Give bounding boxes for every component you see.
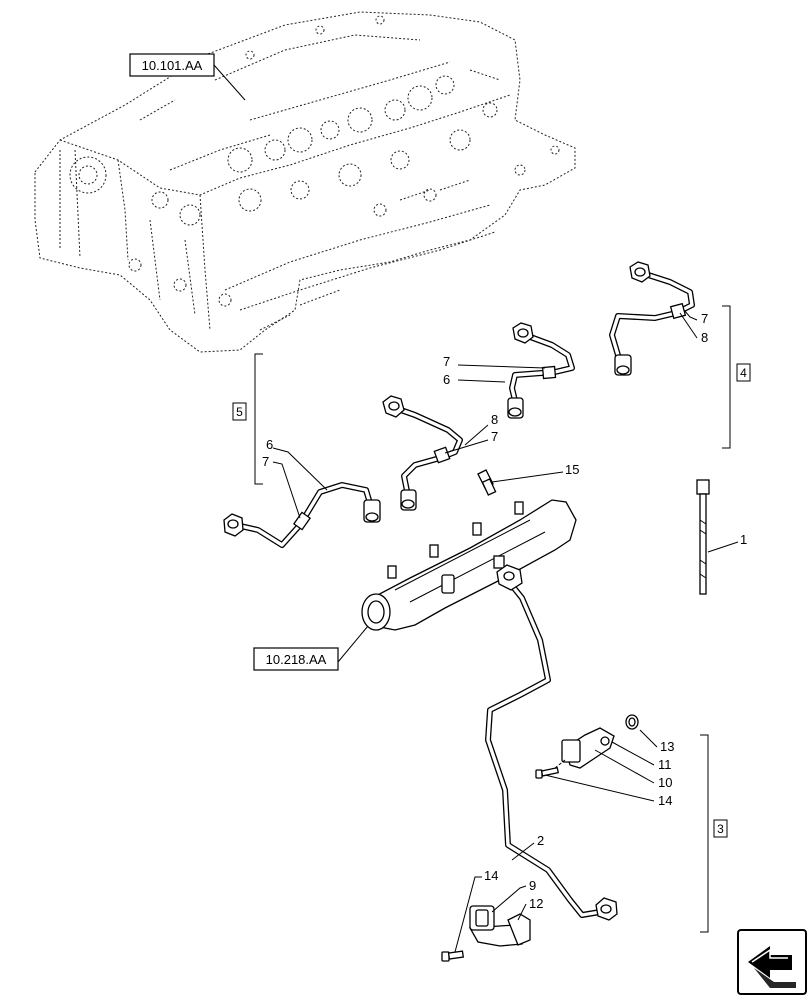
callout-8: 8	[701, 330, 708, 345]
injector-pipe-cyl-1	[223, 482, 381, 548]
injector-pipe-cyl-2	[382, 395, 463, 511]
arrow-back-icon[interactable]	[737, 929, 807, 995]
callout-7: 7	[701, 311, 708, 326]
svg-text:4: 4	[740, 366, 747, 380]
callout-14: 14	[484, 868, 498, 883]
callout-2: 2	[537, 833, 544, 848]
callout-11: 11	[658, 757, 672, 772]
callout-7: 7	[491, 429, 498, 444]
callout-14: 14	[658, 793, 672, 808]
callout-12: 12	[529, 896, 543, 911]
callout-15: 15	[565, 462, 579, 477]
reference-fuel-rail[interactable]: 10.218.AA	[253, 647, 339, 671]
callout-7: 7	[262, 454, 269, 469]
svg-text:10.101.AA: 10.101.AA	[142, 58, 203, 73]
callout-7: 7	[443, 354, 450, 369]
injector-pipe-cyl-3	[507, 322, 575, 419]
screw-14-upper	[535, 766, 560, 779]
callout-6: 6	[443, 372, 450, 387]
cylinder-head-outline	[34, 11, 576, 353]
stud-1	[696, 479, 710, 595]
high-pressure-pipe	[485, 564, 618, 921]
group-bracket-3: 3	[700, 734, 728, 933]
svg-text:3: 3	[717, 822, 724, 836]
fuel-rail	[361, 499, 577, 631]
group-bracket-5: 5	[232, 353, 263, 485]
injector-pipe-cyl-4	[609, 261, 695, 376]
callout-labels: 6 7 8 7 7 6 7 8 15 1 2 13 11 10 14 9 12 …	[262, 311, 747, 911]
reference-fuel-rail-leader	[337, 625, 369, 663]
callout-6: 6	[266, 437, 273, 452]
group-bracket-4: 4	[722, 305, 751, 449]
reference-cylinder-head-leader	[213, 64, 246, 101]
bolt-15	[477, 469, 497, 496]
leader-lines	[272, 309, 739, 953]
callout-1: 1	[740, 532, 747, 547]
callout-10: 10	[658, 775, 672, 790]
callout-13: 13	[660, 739, 674, 754]
callout-8: 8	[491, 412, 498, 427]
clamp-assembly	[554, 714, 639, 769]
callout-9: 9	[529, 878, 536, 893]
svg-text:5: 5	[236, 405, 243, 419]
clamp-lower	[468, 905, 531, 947]
svg-text:10.218.AA: 10.218.AA	[266, 652, 327, 667]
screw-14-lower	[441, 950, 465, 962]
reference-cylinder-head[interactable]: 10.101.AA	[129, 53, 215, 77]
